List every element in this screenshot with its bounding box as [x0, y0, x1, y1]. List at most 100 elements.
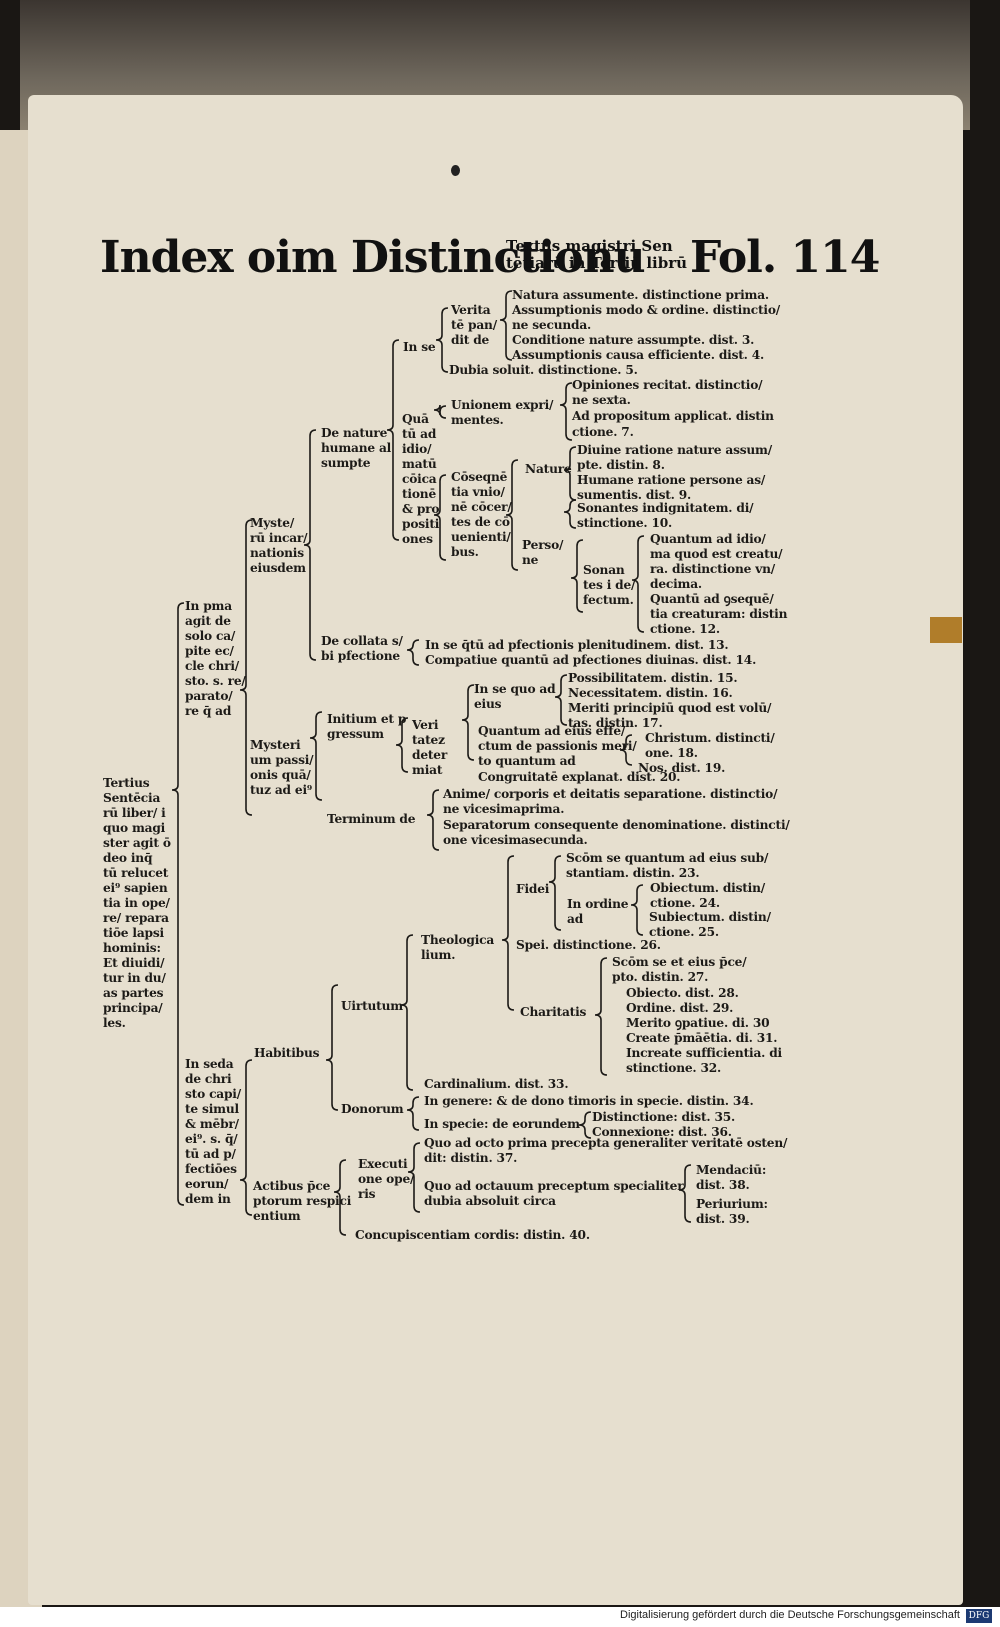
index-line: Assumptionis modo & ordine. distinctio/: [512, 303, 781, 317]
index-line: one vicesimasecunda.: [443, 833, 588, 847]
index-line: mentes.: [451, 413, 504, 427]
index-line: Donorum: [341, 1102, 404, 1116]
index-line: fectum.: [583, 593, 634, 607]
index-line: dist. 39.: [696, 1212, 750, 1226]
index-line: decima.: [650, 577, 702, 591]
index-line: Quo ad octo prima precepta generaliter v…: [424, 1136, 788, 1150]
index-line: tes i de/: [583, 578, 636, 592]
index-line: Mysteri: [250, 738, 301, 752]
index-line: ne vicesimaprima.: [443, 802, 565, 816]
index-line: onis quā/: [250, 768, 311, 782]
index-line: De nature: [321, 426, 388, 440]
index-line: sto capi/: [185, 1087, 241, 1101]
index-line: ptorum respici: [253, 1194, 352, 1208]
index-line: cle chri/: [185, 659, 240, 673]
index-line: sto. s. re/: [185, 674, 246, 688]
index-line: Obiecto. dist. 28.: [626, 986, 739, 1000]
index-line: Increate sufficientia. di: [626, 1046, 782, 1060]
index-line: ctum de passionis meri/: [478, 739, 637, 753]
index-line: Verita: [451, 303, 491, 317]
index-line: Quā: [402, 412, 429, 426]
index-line: ctione. 12.: [650, 622, 720, 636]
index-line: tū relucet: [103, 866, 169, 880]
index-line: Assumptionis causa efficiente. dist. 4.: [512, 348, 765, 362]
index-line: Terminum de: [327, 812, 416, 826]
index-line: Merito ꝯpatiue. di. 30: [626, 1016, 770, 1030]
index-line: Necessitatem. distin. 16.: [568, 686, 733, 700]
index-line: Humane ratione persone as/: [577, 473, 766, 487]
index-line: Unionem expri/: [451, 398, 554, 412]
index-line: eorun/: [185, 1177, 229, 1191]
index-line: Spei. distinctione. 26.: [516, 938, 661, 952]
index-line: Quantum ad eius effe/: [478, 724, 626, 738]
index-line: ris: [358, 1187, 376, 1201]
index-line: Sentēcia: [103, 791, 161, 805]
index-line: Myste/: [250, 516, 295, 530]
dfg-logo: DFG: [966, 1609, 992, 1623]
index-line: deter: [412, 748, 448, 762]
index-line: Subiectum. distin/: [649, 910, 771, 924]
index-line: Ordine. dist. 29.: [626, 1001, 734, 1015]
index-line: & pro: [402, 502, 440, 516]
index-line: Periurium:: [696, 1197, 768, 1211]
index-line: Quantū ad ꝯsequē/: [650, 592, 774, 606]
index-line: solo ca/: [185, 629, 236, 643]
index-line: rū liber/ i: [103, 806, 166, 820]
folio-number: Fol. 114: [690, 232, 880, 283]
index-line: lium.: [421, 948, 456, 962]
index-line: Scōm se quantum ad eius sub/: [566, 851, 769, 865]
index-line: Dubia soluit. distinctione. 5.: [449, 363, 638, 377]
index-line: ad: [567, 912, 584, 926]
index-line: dit de: [451, 333, 490, 347]
index-line: ei⁹ sapien: [103, 881, 168, 895]
index-line: Cardinalium. dist. 33.: [424, 1077, 569, 1091]
index-line: ster agit ō: [103, 836, 171, 850]
index-line: rū incar/: [250, 531, 308, 545]
index-line: tas. distin. 17.: [568, 716, 663, 730]
index-line: Opiniones recitat. distinctio/: [572, 378, 763, 392]
index-line: fectiōes: [185, 1162, 237, 1176]
index-line: ne secunda.: [512, 318, 592, 332]
index-line: miat: [412, 763, 443, 777]
index-line: tur in du/: [103, 971, 166, 985]
index-line: Cōseqnē: [451, 470, 508, 484]
index-line: In se q̄tū ad pfectionis plenitudinem. d…: [425, 638, 729, 652]
index-line: Obiectum. distin/: [650, 881, 765, 895]
index-line: ones: [402, 532, 433, 546]
index-line: Concupiscentiam cordis: distin. 40.: [355, 1228, 590, 1242]
index-line: Tertius: [103, 776, 150, 790]
index-line: re q̄ ad: [185, 704, 232, 718]
index-line: In pma: [185, 599, 232, 613]
index-line: Conditione nature assumpte. dist. 3.: [512, 333, 755, 347]
index-line: ma quod est creatu/: [650, 547, 783, 561]
index-line: parato/: [185, 689, 233, 703]
index-line: sumpte: [321, 456, 371, 470]
index-line: nē cōcer/: [451, 500, 512, 514]
index-line: ctione. 25.: [649, 925, 719, 939]
index-line: um passi/: [250, 753, 314, 767]
index-line: as partes: [103, 986, 164, 1000]
index-line: positi: [402, 517, 440, 531]
index-line: Perso/: [522, 538, 564, 552]
index-line: Theologica: [421, 933, 495, 947]
index-line: ctione. 7.: [572, 425, 634, 439]
index-line: principa/: [103, 1001, 163, 1015]
index-line: Actibus p̄ce: [253, 1179, 331, 1193]
index-line: Ad propositum applicat. distin: [572, 409, 774, 423]
index-line: Et diuidi/: [103, 956, 165, 970]
index-line: Fidei: [516, 882, 550, 896]
index-line: one ope/: [358, 1172, 415, 1186]
index-line: les.: [103, 1016, 126, 1030]
index-line: tiōe lapsi: [103, 926, 164, 940]
index-line: deo inq̄: [103, 851, 153, 865]
ink-spot: [451, 165, 460, 176]
title-subtitle-2: tētiarū in Tertiū librū: [506, 254, 688, 272]
index-line: Meriti principiū quod est volū/: [568, 701, 772, 715]
index-line: sumentis. dist. 9.: [577, 488, 692, 502]
index-line: bus.: [451, 545, 479, 559]
index-line: eius: [474, 697, 502, 711]
index-line: Uirtutum: [341, 999, 403, 1013]
index-line: Diuine ratione nature assum/: [577, 443, 773, 457]
index-line: stinctione. 32.: [626, 1061, 722, 1075]
footer-credit: Digitalisierung gefördert durch die Deut…: [620, 1609, 960, 1621]
